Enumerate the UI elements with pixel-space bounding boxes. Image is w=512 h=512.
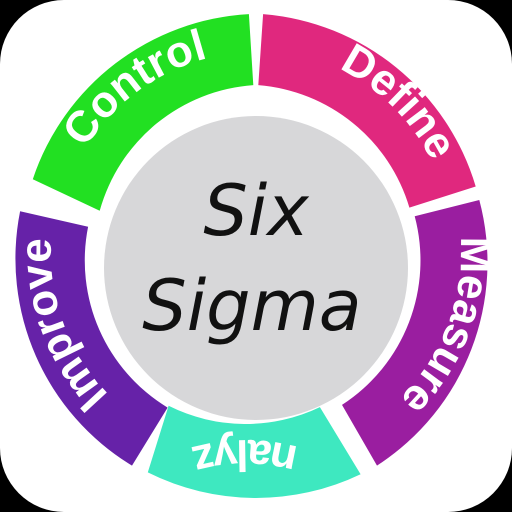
title-line-sigma: Sigma [142, 265, 361, 347]
analyze-segment[interactable] [147, 405, 361, 498]
title-line-six: Six [203, 170, 309, 252]
control-segment[interactable] [32, 14, 254, 211]
measure-segment[interactable] [342, 200, 488, 466]
define-segment[interactable] [258, 14, 476, 208]
improve-segment[interactable] [15, 211, 168, 466]
center-disc [104, 116, 408, 420]
